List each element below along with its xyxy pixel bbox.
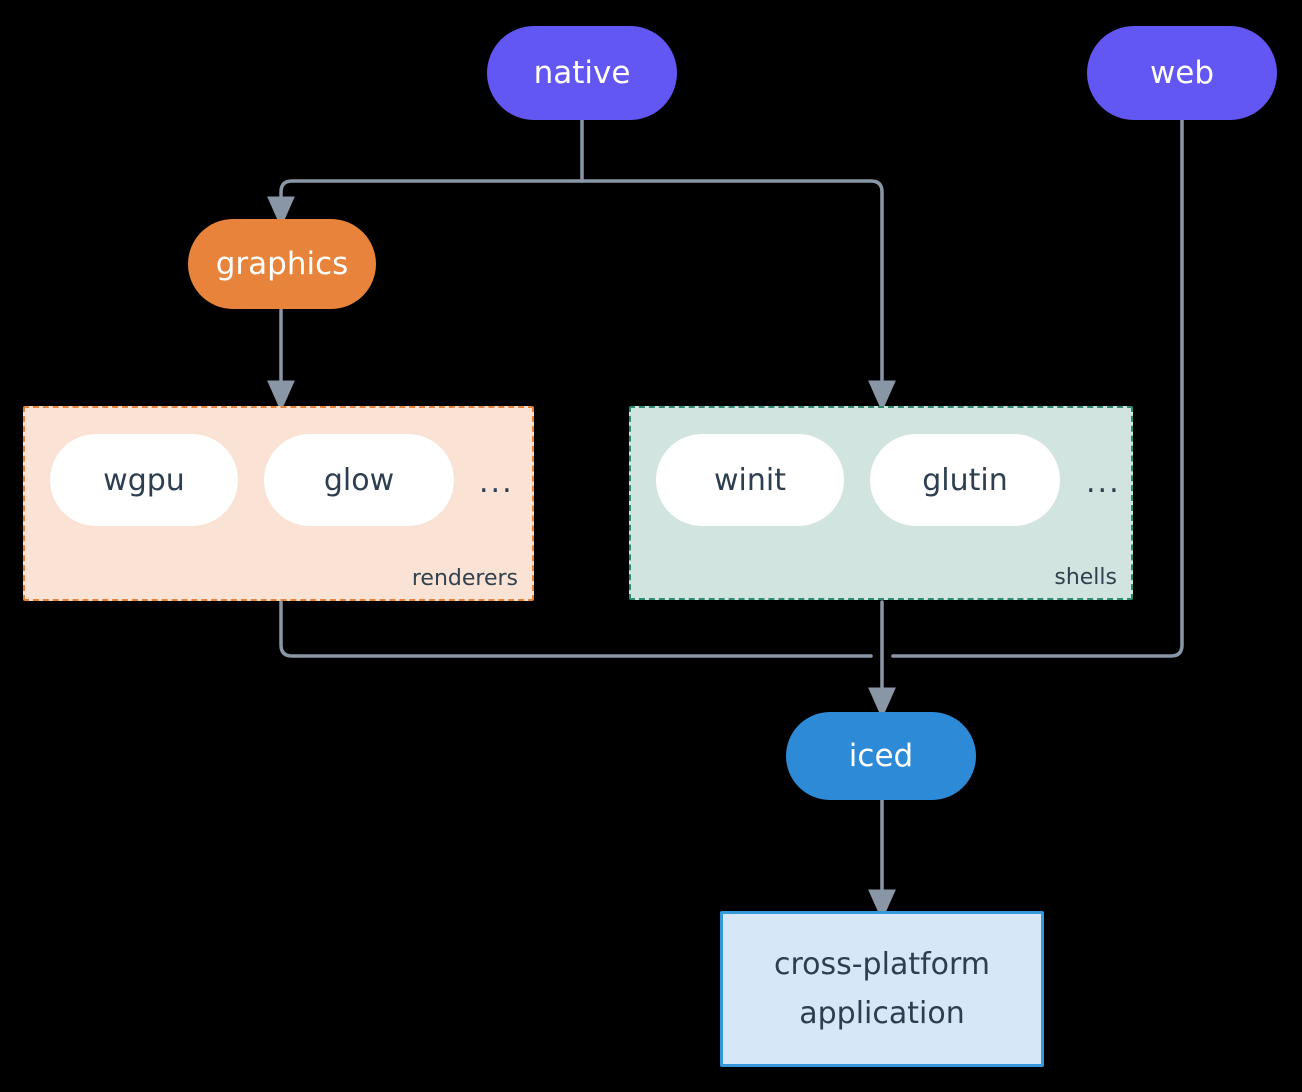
cluster-shells-label: shells [1054,565,1117,590]
leaf-wgpu-label: wgpu [103,462,185,498]
node-application-line2: application [799,996,965,1031]
renderers-more-ellipsis: ... [479,465,514,500]
edge-native-shells [580,179,896,412]
node-graphics-label: graphics [215,245,349,282]
leaf-winit[interactable]: winit [656,434,844,526]
node-native[interactable]: native [487,26,677,120]
leaf-wgpu[interactable]: wgpu [50,434,238,526]
leaf-glutin-label: glutin [922,462,1008,498]
leaf-winit-label: winit [714,462,786,498]
node-web-label: web [1149,54,1215,91]
node-iced-label: iced [848,737,914,774]
shells-more-ellipsis: ... [1086,465,1121,500]
node-web[interactable]: web [1087,26,1277,120]
leaf-glow-label: glow [323,462,395,498]
node-graphics[interactable]: graphics [188,219,376,309]
cluster-renderers-label: renderers [411,566,518,591]
leaf-glow[interactable]: glow [264,434,454,526]
edge-native-graphics [267,179,584,228]
leaf-glutin[interactable]: glutin [870,434,1060,526]
node-application[interactable]: cross-platform application [720,911,1044,1067]
node-iced[interactable]: iced [786,712,976,800]
node-application-line1: cross-platform [773,946,991,982]
edge-renderers-iced [279,600,873,658]
node-native-label: native [533,54,631,91]
